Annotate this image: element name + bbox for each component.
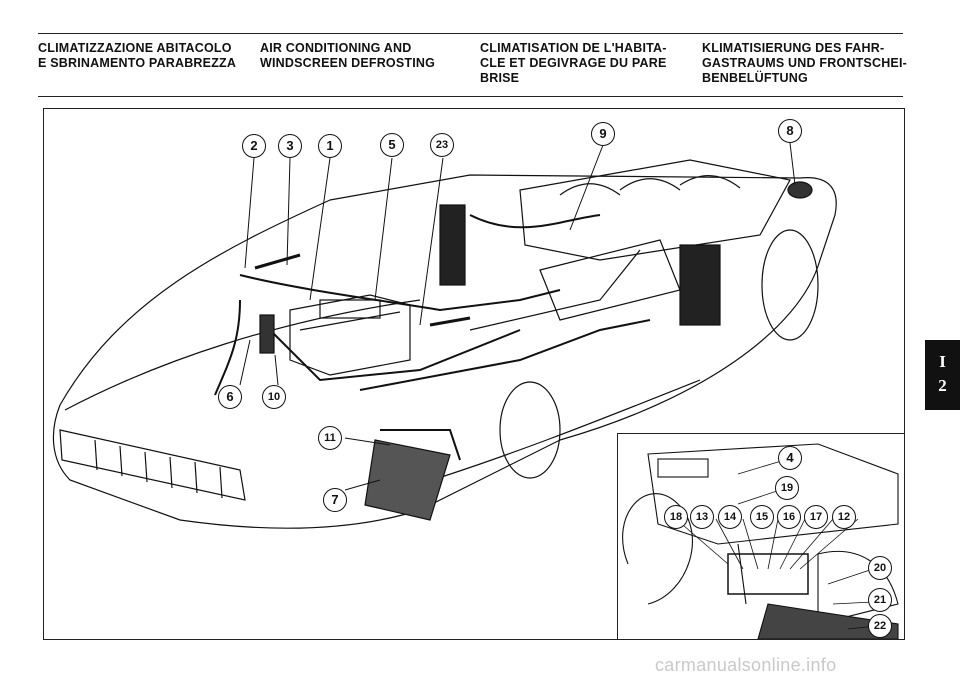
left-condenser (439, 204, 466, 286)
callout-19: 19 (775, 476, 799, 500)
header-german-line-2: GASTRAUMS UND FRONTSCHEI- (702, 56, 907, 70)
callout-23: 23 (430, 133, 454, 157)
header-italian-line-1: CLIMATIZZAZIONE ABITACOLO (38, 41, 232, 55)
callout-1: 1 (318, 134, 342, 158)
watermark: carmanualsonline.info (655, 655, 837, 675)
section-tab-roman: I (939, 352, 946, 371)
front-grille (59, 429, 246, 501)
car-hood-line (64, 299, 421, 411)
section-tab-number: 2 (938, 376, 947, 395)
callout-3: 3 (278, 134, 302, 158)
header-bottom-rule (38, 96, 903, 97)
callout-14: 14 (718, 505, 742, 529)
right-condenser (679, 244, 721, 326)
header-french-line-1: CLIMATISATION DE L'HABITA- (480, 41, 667, 55)
rear-wheel (761, 229, 819, 341)
header-german: KLIMATISIERUNG DES FAHR- GASTRAUMS UND F… (702, 41, 907, 86)
callout-9: 9 (591, 122, 615, 146)
defrost-vent (254, 253, 301, 270)
front-wheel-right (499, 381, 561, 479)
callout-6: 6 (218, 385, 242, 409)
header-english-line-2: WINDSCREEN DEFROSTING (260, 56, 436, 70)
callout-7: 7 (323, 488, 347, 512)
header-french-line-2: CLE ET DEGIVRAGE DU PARE (480, 56, 667, 70)
callout-20: 20 (868, 556, 892, 580)
callout-22: 22 (868, 614, 892, 638)
callout-13: 13 (690, 505, 714, 529)
header-french: CLIMATISATION DE L'HABITA- CLE ET DEGIVR… (480, 41, 667, 86)
header-french-line-3: BRISE (480, 71, 520, 85)
callout-10: 10 (262, 385, 286, 409)
dash-vent (657, 458, 709, 478)
interior-diagram (622, 443, 899, 639)
header-english-line-1: AIR CONDITIONING AND (260, 41, 412, 55)
callout-21: 21 (868, 588, 892, 612)
section-tab: I 2 (925, 340, 960, 410)
blower-fan (787, 181, 813, 199)
callout-5: 5 (380, 133, 404, 157)
car-body-outline (52, 174, 837, 529)
header-german-line-3: BENBELÜFTUNG (702, 71, 808, 85)
callout-4: 4 (778, 446, 802, 470)
callout-18: 18 (664, 505, 688, 529)
console (757, 603, 899, 639)
car-door-line (469, 249, 641, 331)
header-italian: CLIMATIZZAZIONE ABITACOLO E SBRINAMENTO … (38, 41, 236, 71)
steering-wheel (622, 493, 693, 605)
control-panel (727, 553, 809, 595)
top-rule (38, 33, 903, 34)
front-radiator (364, 439, 451, 521)
callout-8: 8 (778, 119, 802, 143)
heater-unit (289, 294, 411, 376)
dashboard (647, 443, 899, 545)
callout-2: 2 (242, 134, 266, 158)
diagram-frame (43, 108, 905, 640)
cabin-vent (429, 316, 471, 327)
callout-11: 11 (318, 426, 342, 450)
callout-12: 12 (832, 505, 856, 529)
callout-17: 17 (804, 505, 828, 529)
leader-lines (239, 142, 796, 491)
ac-piping (214, 184, 801, 461)
engine-block (519, 159, 791, 321)
header-italian-line-2: E SBRINAMENTO PARABREZZA (38, 56, 237, 70)
gear-lever (737, 543, 747, 605)
header-english: AIR CONDITIONING AND WINDSCREEN DEFROSTI… (260, 41, 435, 71)
receiver-drier (259, 314, 275, 354)
header-german-line-1: KLIMATISIERUNG DES FAHR- (702, 41, 885, 55)
interior-inset (617, 433, 904, 639)
callout-16: 16 (777, 505, 801, 529)
callout-15: 15 (750, 505, 774, 529)
